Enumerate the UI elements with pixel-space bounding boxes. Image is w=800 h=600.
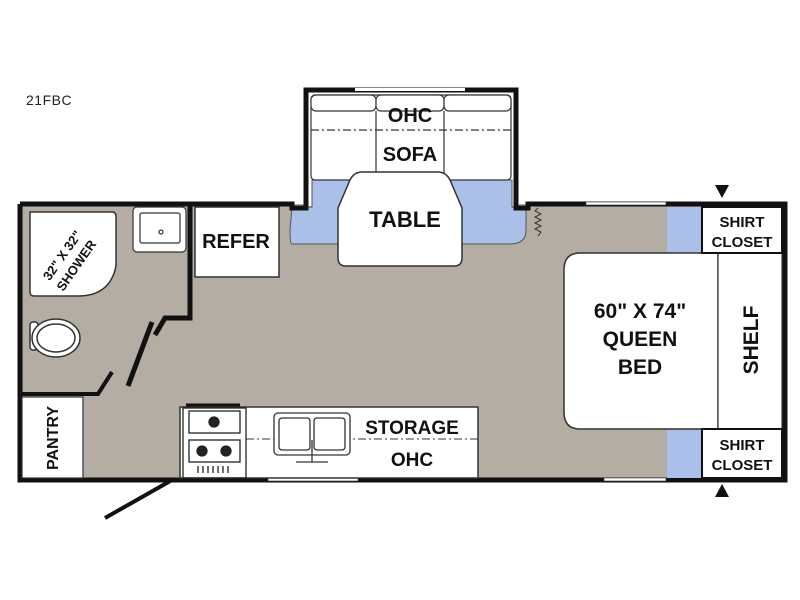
bed-size-label: 60" X 74" [594,300,686,323]
kitchen-sink-icon [273,412,351,463]
stove-icon [182,407,247,479]
queen-bed [563,252,719,430]
shirt-closet-bottom-line2: CLOSET [712,457,773,474]
refrigerator [194,206,280,278]
pantry [21,396,84,479]
table-label: TABLE [369,207,441,232]
toilet-icon [29,318,81,358]
entry-door [104,478,173,520]
bed-label: BED [618,356,662,379]
shelf-label: SHELF [740,305,763,374]
shirt-closet-top-line2: CLOSET [712,234,773,251]
marker-top-icon [715,185,729,198]
ohc-bottom-label: OHC [391,450,434,471]
zigzag-icon [533,207,543,237]
marker-bottom-icon [715,484,729,497]
shirt-closet-top [701,206,783,254]
shirt-closet-bottom-line1: SHIRT [720,437,765,454]
model-name: 21FBC [26,92,73,108]
shirt-closet-bottom [701,428,783,479]
shirt-closet-top-line1: SHIRT [720,214,765,231]
nightstand-top [667,207,701,253]
ohc-top-label: OHC [388,105,432,127]
table [337,171,463,267]
bed-type-label: QUEEN [603,328,678,351]
refer-label: REFER [202,231,270,253]
sofa [310,94,512,181]
nightstand-bottom [667,430,701,478]
walls [17,87,788,483]
pantry-label: PANTRY [45,406,62,470]
sofa-label: SOFA [383,144,437,166]
shower [29,211,117,297]
shelf [717,252,783,430]
storage-label: STORAGE [365,418,459,439]
bath-sink-icon [132,206,187,253]
